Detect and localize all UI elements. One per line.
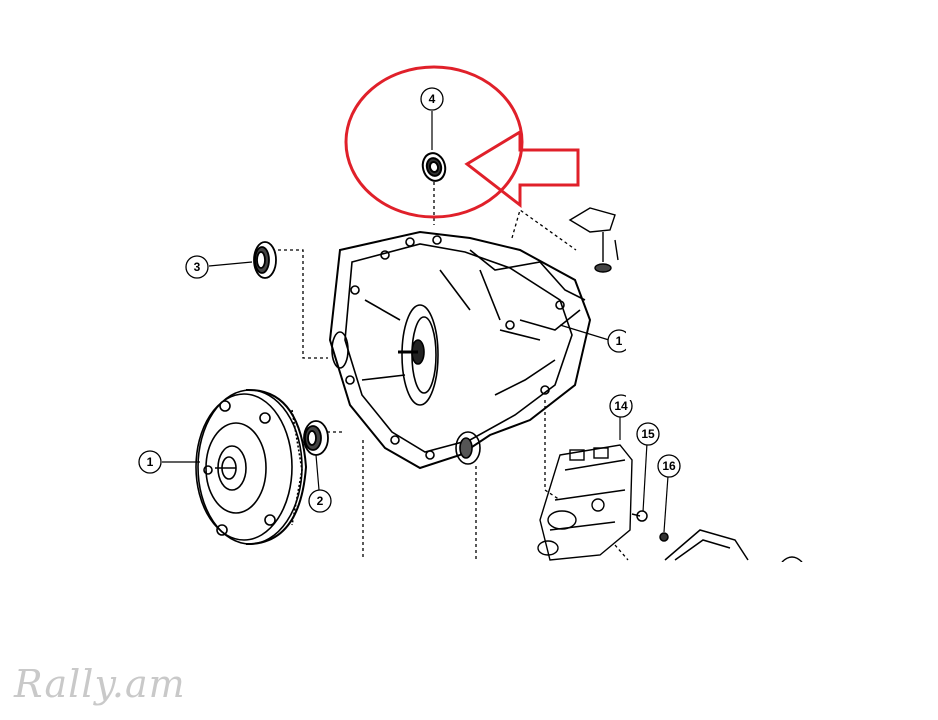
leader-lines: [278, 182, 629, 561]
callout-2-label: 2: [317, 494, 324, 508]
callout-15: 15: [636, 422, 660, 446]
watermark-logo: Rally.am: [14, 662, 186, 706]
callouts: 1 2 3 4 14 15 16 1: [138, 87, 681, 513]
callout-3-label: 3: [194, 260, 201, 274]
valve-body: [537, 444, 633, 561]
callout-14-label: 14: [614, 399, 628, 413]
transmission-housing: [328, 230, 592, 470]
highlight-marker: [344, 65, 580, 219]
oil-pan: [664, 529, 803, 563]
highlight-circle: [344, 65, 524, 219]
callout-1-right-label: 1: [616, 334, 623, 348]
callout-14: 14: [609, 394, 633, 418]
highlight-arrow: [464, 129, 580, 209]
bolt-part-16: [659, 532, 669, 542]
torque-converter: [195, 388, 308, 546]
seal-part-3: [253, 241, 277, 279]
seal-part-4: [421, 152, 447, 182]
callout-16-label: 16: [662, 459, 676, 473]
upper-right-parts: [568, 207, 619, 273]
callout-4-label: 4: [429, 92, 436, 106]
seal-part-2: [303, 420, 329, 456]
callout-1-right: 1: [607, 329, 631, 353]
callout-15-label: 15: [641, 427, 655, 441]
crop-mask: [626, 200, 938, 400]
callout-16: 16: [657, 454, 681, 478]
callout-1-label: 1: [147, 455, 154, 469]
bolt-part-15: [631, 510, 648, 522]
callout-1: 1: [138, 450, 162, 474]
callout-3: 3: [185, 255, 209, 279]
callout-2: 2: [308, 489, 332, 513]
callout-leaders: [162, 111, 669, 533]
crop-mask-bottom: [0, 562, 938, 662]
callout-4: 4: [420, 87, 444, 111]
